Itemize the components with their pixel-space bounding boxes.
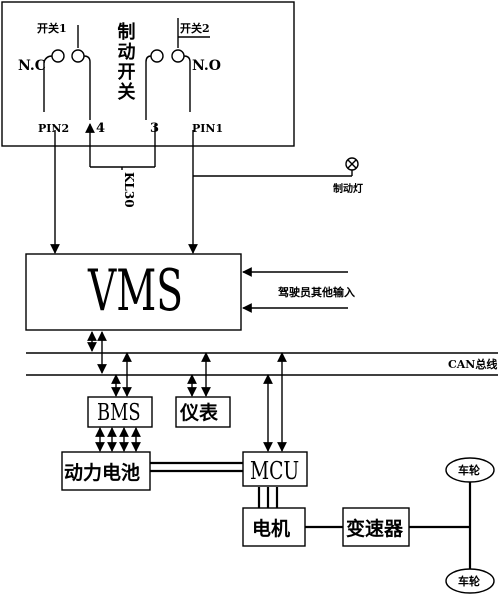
- battery-box: [61, 451, 151, 491]
- switch-label-no: N.O: [192, 58, 221, 74]
- kl30-label: KL30: [122, 172, 136, 208]
- can-bus-label: CAN总线: [448, 357, 497, 371]
- mcu-label: MCU: [250, 458, 299, 486]
- switch-label-nc: N.C: [18, 58, 46, 74]
- mcu-box: [242, 451, 308, 487]
- vms-box: [25, 253, 242, 331]
- pin1-label: PIN1: [192, 122, 223, 135]
- bms-box: [87, 396, 153, 428]
- switch-contact-2: [71, 49, 85, 63]
- brake-lamp-label: 制动灯: [333, 182, 363, 195]
- brake-switch-box: [1, 1, 295, 147]
- pin2-label: PIN2: [38, 122, 69, 135]
- wheel-bottom-label: 车轮: [458, 574, 480, 588]
- wheel-bottom: [445, 568, 495, 594]
- switch-contact-4: [171, 49, 185, 63]
- gearbox-box: [342, 507, 410, 547]
- wheel-top-label: 车轮: [458, 463, 480, 477]
- bms-label: BMS: [97, 399, 141, 426]
- switch1-label: 开关1: [37, 21, 67, 35]
- battery-label: 动力电池: [64, 461, 140, 484]
- motor-label: 电机: [252, 517, 290, 540]
- switch-contact-1: [51, 49, 65, 63]
- pin4-label: 4: [96, 121, 105, 136]
- instrument-label: 仪表: [179, 401, 219, 424]
- wheel-top: [445, 457, 495, 483]
- brake-switch-title: 制动开关: [115, 22, 136, 102]
- switch2-label: 开关2: [180, 21, 210, 35]
- gearbox-label: 变速器: [346, 517, 404, 540]
- switch-contact-3: [150, 49, 164, 63]
- driver-input-label: 驾驶员其他输入: [277, 285, 355, 299]
- motor-box: [242, 507, 306, 547]
- vms-label: VMS: [87, 256, 183, 324]
- instrument-box: [175, 396, 231, 428]
